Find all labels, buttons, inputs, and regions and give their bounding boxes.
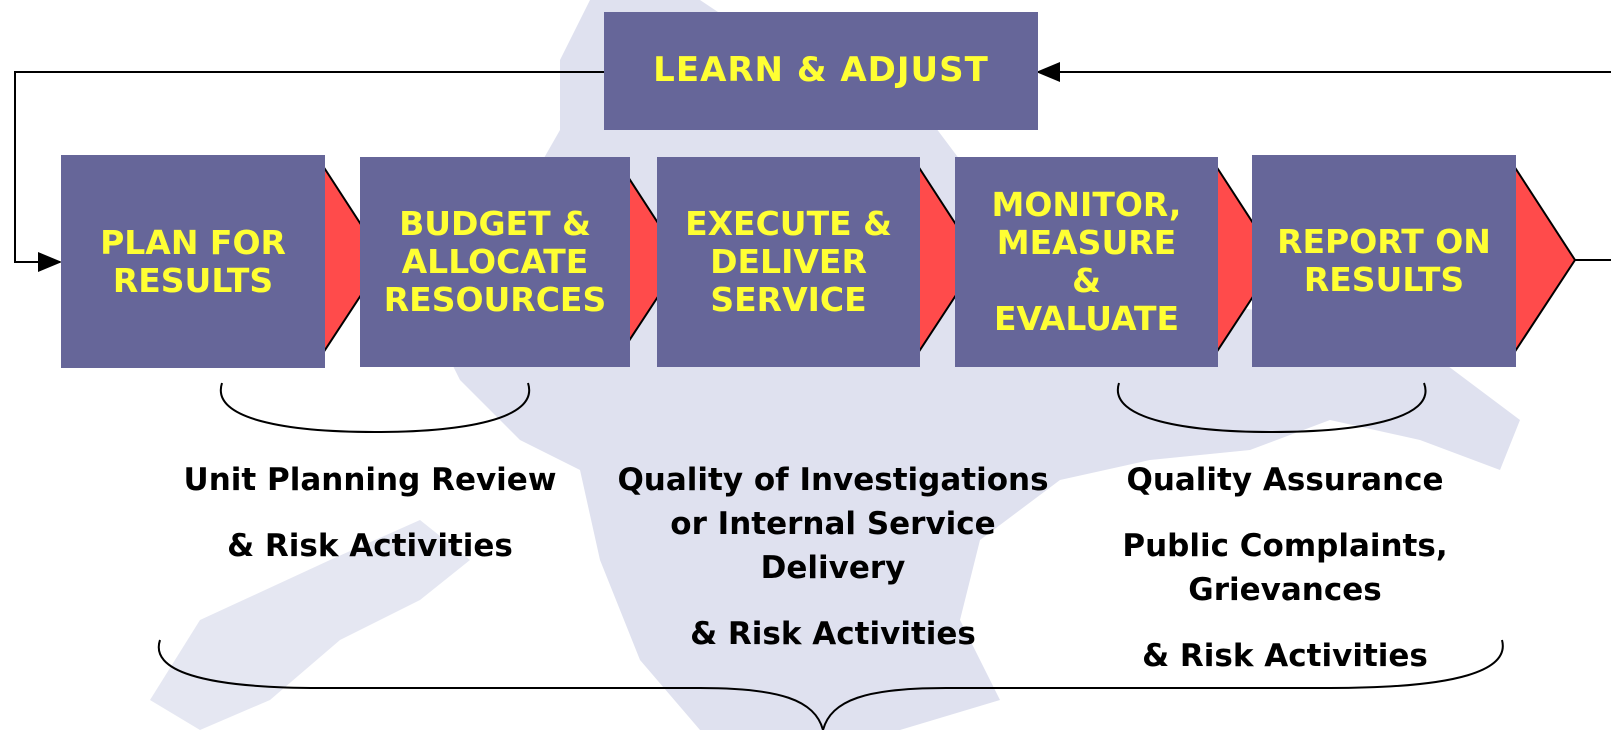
note-right-line1: Quality Assurance (1126, 462, 1444, 498)
learn-adjust-label: LEARN & ADJUST (653, 50, 989, 91)
note-middle-line2: or Internal Service (670, 506, 996, 542)
note-right-line3: Grievances (1188, 572, 1382, 608)
note-middle-line1: Quality of Investigations (617, 462, 1049, 498)
learn-adjust-box: LEARN & ADJUST (604, 12, 1038, 130)
step-report-results: REPORT ON RESULTS (1252, 155, 1516, 367)
step-plan-for-results: PLAN FOR RESULTS (61, 155, 325, 368)
note-middle-line3: Delivery (760, 550, 906, 586)
note-right-line4: & Risk Activities (1142, 638, 1428, 674)
step-label: MONITOR, MEASURE & EVALUATE (991, 185, 1182, 338)
step-budget-allocate: BUDGET & ALLOCATE RESOURCES (360, 157, 630, 367)
step-label: EXECUTE & DELIVER SERVICE (685, 204, 892, 319)
note-left-line1: Unit Planning Review (183, 462, 557, 498)
brace-bottom (157, 639, 1504, 730)
step-arrow-5 (1513, 162, 1577, 357)
bracket-left (219, 382, 531, 434)
note-middle-line4: & Risk Activities (690, 616, 976, 652)
bracket-right (1116, 382, 1427, 434)
step-monitor-measure: MONITOR, MEASURE & EVALUATE (955, 157, 1218, 367)
step-label: REPORT ON RESULTS (1277, 222, 1491, 299)
step-label: PLAN FOR RESULTS (100, 222, 286, 300)
step-label: BUDGET & ALLOCATE RESOURCES (383, 204, 607, 319)
feedback-line-left (14, 71, 604, 272)
note-left-line2: & Risk Activities (227, 528, 513, 564)
note-right-line2: Public Complaints, (1122, 528, 1448, 564)
step-execute-deliver: EXECUTE & DELIVER SERVICE (657, 157, 920, 367)
